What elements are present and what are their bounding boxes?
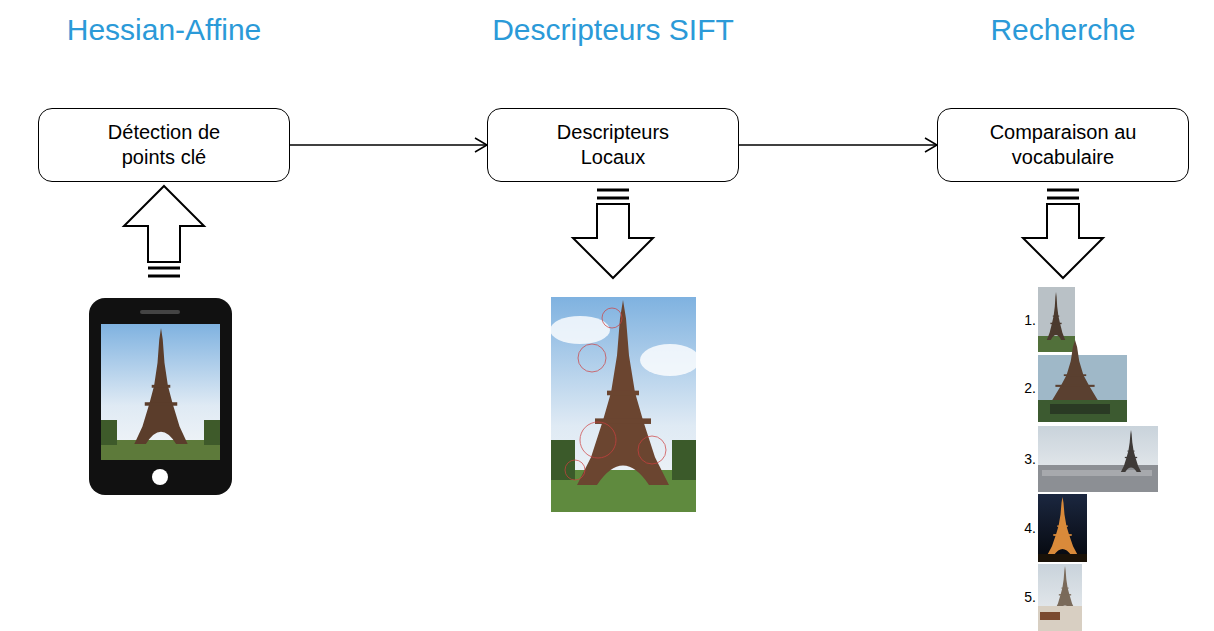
flow-arrow [290, 138, 487, 152]
process-box: Comparaison au vocabulaire [937, 108, 1189, 182]
process-box: Détection de points clé [38, 108, 290, 182]
column-heading: Descripteurs SIFT [492, 13, 734, 47]
rank-number: 2. [1024, 380, 1036, 396]
column-heading: Recherche [990, 13, 1135, 47]
hollow-arrow-up [124, 186, 204, 276]
box-text: Détection de points clé [89, 120, 239, 170]
result-thumbnail [1038, 340, 1127, 422]
result-thumbnail [1038, 426, 1158, 492]
process-box: Descripteurs Locaux [487, 108, 739, 182]
hollow-arrow-down [573, 190, 653, 278]
hollow-arrow-down [1023, 190, 1103, 278]
rank-number: 1. [1024, 312, 1036, 328]
result-thumbnail [1038, 287, 1075, 352]
rank-number: 3. [1024, 451, 1036, 467]
box-text: Descripteurs Locaux [538, 120, 688, 170]
result-thumbnail [1038, 494, 1087, 562]
keypoint-photo [550, 297, 700, 512]
flow-arrow [739, 138, 937, 152]
smartphone [89, 298, 232, 495]
rank-number: 5. [1024, 589, 1036, 605]
column-heading: Hessian-Affine [67, 13, 262, 47]
rank-number: 4. [1024, 520, 1036, 536]
result-thumbnail [1038, 564, 1082, 631]
box-text: Comparaison au vocabulaire [988, 120, 1138, 170]
